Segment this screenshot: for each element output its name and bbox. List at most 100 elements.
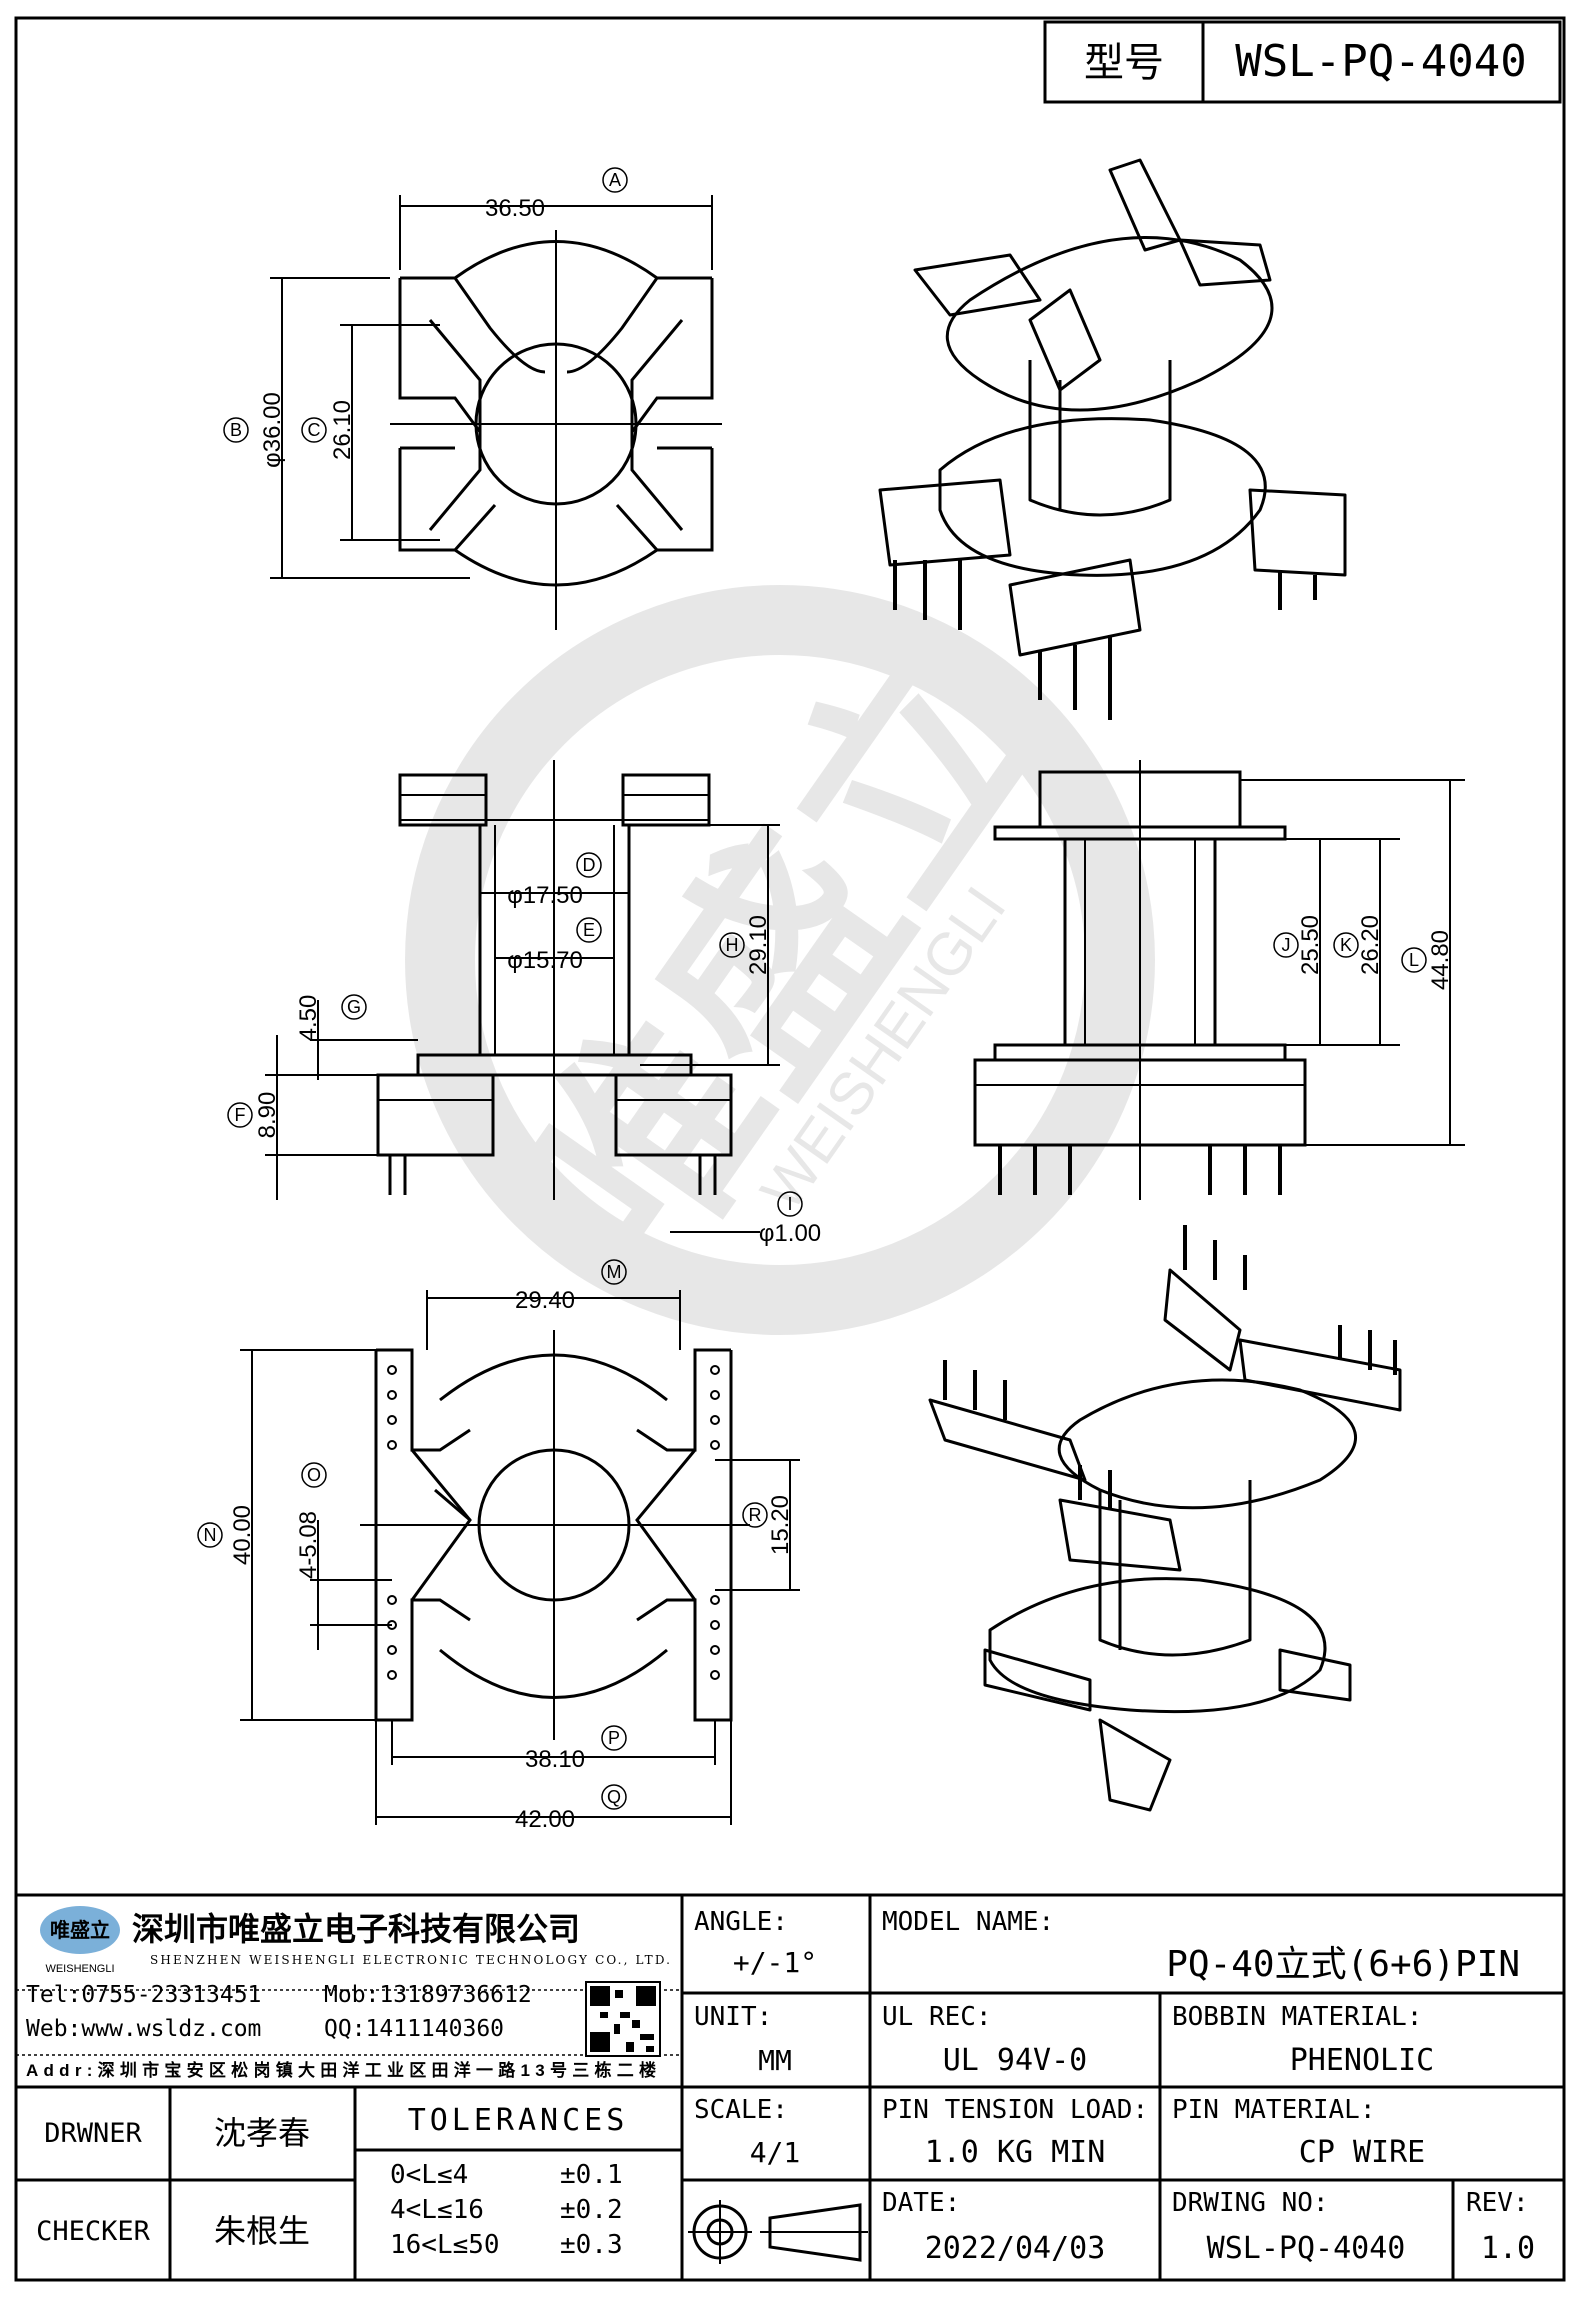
logo-cn: 唯盛立 — [50, 1918, 110, 1942]
dim-g-value: 4.50 — [295, 995, 322, 1042]
drawing-no-value: WSL-PQ-4040 — [1207, 2231, 1406, 2266]
side-view — [973, 760, 1465, 1200]
checker-value: 朱根生 — [214, 2213, 310, 2249]
company-name-en: SHENZHEN WEISHENGLI ELECTRONIC TECHNOLOG… — [150, 1953, 670, 1967]
front-view — [265, 760, 780, 1233]
svg-text:I: I — [787, 1194, 792, 1214]
checker-label: CHECKER — [36, 2216, 151, 2247]
angle-label: ANGLE: — [694, 1907, 788, 1937]
dim-f-value: 8.90 — [254, 1092, 281, 1139]
marker-p: P — [601, 1725, 627, 1751]
tolerance-table: 0<L≤4 ±0.1 4<L≤16 ±0.2 16<L≤50 ±0.3 — [390, 2160, 623, 2260]
company-web: Web:www.wsldz.com — [26, 2016, 261, 2042]
pin-tension-value: 1.0 KG MIN — [925, 2135, 1106, 2170]
svg-text:P: P — [608, 1728, 620, 1748]
svg-text:M: M — [607, 1262, 622, 1282]
dim-m-value: 29.40 — [515, 1287, 575, 1314]
dim-l-value: 44.80 — [1427, 930, 1454, 990]
pin-material-label: PIN MATERIAL: — [1172, 2095, 1376, 2125]
dim-p-value: 38.10 — [525, 1746, 585, 1773]
company-mob: Mob:13189736612 — [324, 1982, 532, 2008]
company-tel: Tel:0755-23313451 — [26, 1982, 261, 2008]
drawing-no-label: DRWING NO: — [1172, 2188, 1329, 2218]
svg-text:J: J — [1282, 935, 1291, 955]
bobbin-material-label: BOBBIN MATERIAL: — [1172, 2002, 1422, 2032]
marker-g: G — [341, 994, 367, 1020]
marker-q: Q — [601, 1784, 627, 1810]
tolerance-value: ±0.2 — [560, 2195, 623, 2225]
angle-value: +/-1° — [733, 1946, 817, 1979]
marker-k: K — [1333, 932, 1359, 958]
marker-m: M — [601, 1259, 627, 1285]
drawing-frame — [14, 16, 1566, 2282]
marker-e: E — [576, 917, 602, 943]
top-view — [270, 195, 722, 630]
company-qq: QQ:1411140360 — [324, 2016, 504, 2042]
svg-text:N: N — [204, 1525, 217, 1545]
unit-label: UNIT: — [694, 2002, 772, 2032]
drawer-value: 沈孝春 — [214, 2115, 310, 2151]
dim-j-value: 25.50 — [1297, 915, 1324, 975]
model-name-value: PQ-40立式(6+6)PIN — [1166, 1944, 1520, 1985]
svg-text:R: R — [749, 1505, 762, 1525]
svg-text:A: A — [609, 170, 621, 190]
marker-o: O — [301, 1462, 327, 1488]
scale-label: SCALE: — [694, 2095, 788, 2125]
dim-c-value: 26.10 — [329, 400, 356, 460]
bobbin-material-value: PHENOLIC — [1290, 2043, 1435, 2078]
ul-rec-label: UL REC: — [882, 2002, 992, 2032]
tolerance-range: 0<L≤4 — [390, 2160, 468, 2190]
dim-e-value: φ15.70 — [507, 947, 583, 974]
tolerances-label: TOLERANCES — [408, 2103, 629, 2138]
dim-k-value: 26.20 — [1357, 915, 1384, 975]
marker-h: H — [719, 932, 745, 958]
qr-code — [585, 1981, 661, 2057]
svg-text:O: O — [307, 1465, 321, 1485]
ul-rec-value: UL 94V-0 — [943, 2043, 1088, 2078]
dimension-markers: A B C D E F G H I J K L M N O P Q R — [197, 167, 1427, 1810]
dim-b-value: φ36.00 — [259, 392, 286, 468]
svg-text:F: F — [235, 1105, 246, 1125]
dim-a-value: 36.50 — [485, 195, 545, 222]
dim-n-value: 40.00 — [229, 1505, 256, 1565]
marker-c: C — [301, 417, 327, 443]
dim-q-value: 42.00 — [515, 1806, 575, 1833]
marker-j: J — [1273, 932, 1299, 958]
marker-b: B — [223, 417, 249, 443]
unit-value: MM — [758, 2044, 792, 2077]
tolerance-range: 4<L≤16 — [390, 2195, 484, 2225]
svg-text:E: E — [583, 920, 595, 940]
tolerance-range: 16<L≤50 — [390, 2230, 500, 2260]
svg-text:G: G — [347, 997, 361, 1017]
rev-label: REV: — [1466, 2188, 1529, 2218]
dim-o-value: 4-5.08 — [295, 1511, 322, 1579]
svg-text:L: L — [1409, 950, 1419, 970]
date-value: 2022/04/03 — [925, 2231, 1106, 2266]
dim-i-value: φ1.00 — [759, 1220, 821, 1247]
svg-text:D: D — [583, 855, 596, 875]
company-name-cn: 深圳市唯盛立电子科技有限公司 — [132, 1911, 580, 1947]
logo-en: WEISHENGLI — [45, 1963, 114, 1975]
title-block: 唯盛立 WEISHENGLI 深圳市唯盛立电子科技有限公司 SHENZHEN W… — [16, 1893, 1564, 2280]
marker-d: D — [576, 852, 602, 878]
drawer-label: DRWNER — [44, 2118, 142, 2149]
svg-text:H: H — [726, 935, 739, 955]
scale-value: 4/1 — [750, 2136, 801, 2169]
svg-text:Q: Q — [607, 1787, 621, 1807]
pin-tension-label: PIN TENSION LOAD: — [882, 2095, 1148, 2125]
svg-text:B: B — [230, 420, 242, 440]
bottom-view — [240, 1290, 800, 1825]
marker-i: I — [777, 1191, 803, 1217]
date-label: DATE: — [882, 2188, 960, 2218]
dimension-labels: 36.50 φ36.00 26.10 φ17.50 φ15.70 8.90 4.… — [229, 195, 1454, 1833]
svg-text:K: K — [1340, 935, 1352, 955]
isometric-view-top — [878, 158, 1347, 720]
projection-symbol — [688, 2200, 868, 2264]
company-address: Addr:深圳市宝安区松岗镇大田洋工业区田洋一路13号三栋二楼 — [26, 2060, 656, 2080]
svg-text:C: C — [308, 420, 321, 440]
isometric-view-bottom — [928, 1225, 1402, 1812]
tolerance-value: ±0.1 — [560, 2160, 623, 2190]
rev-value: 1.0 — [1481, 2231, 1535, 2266]
